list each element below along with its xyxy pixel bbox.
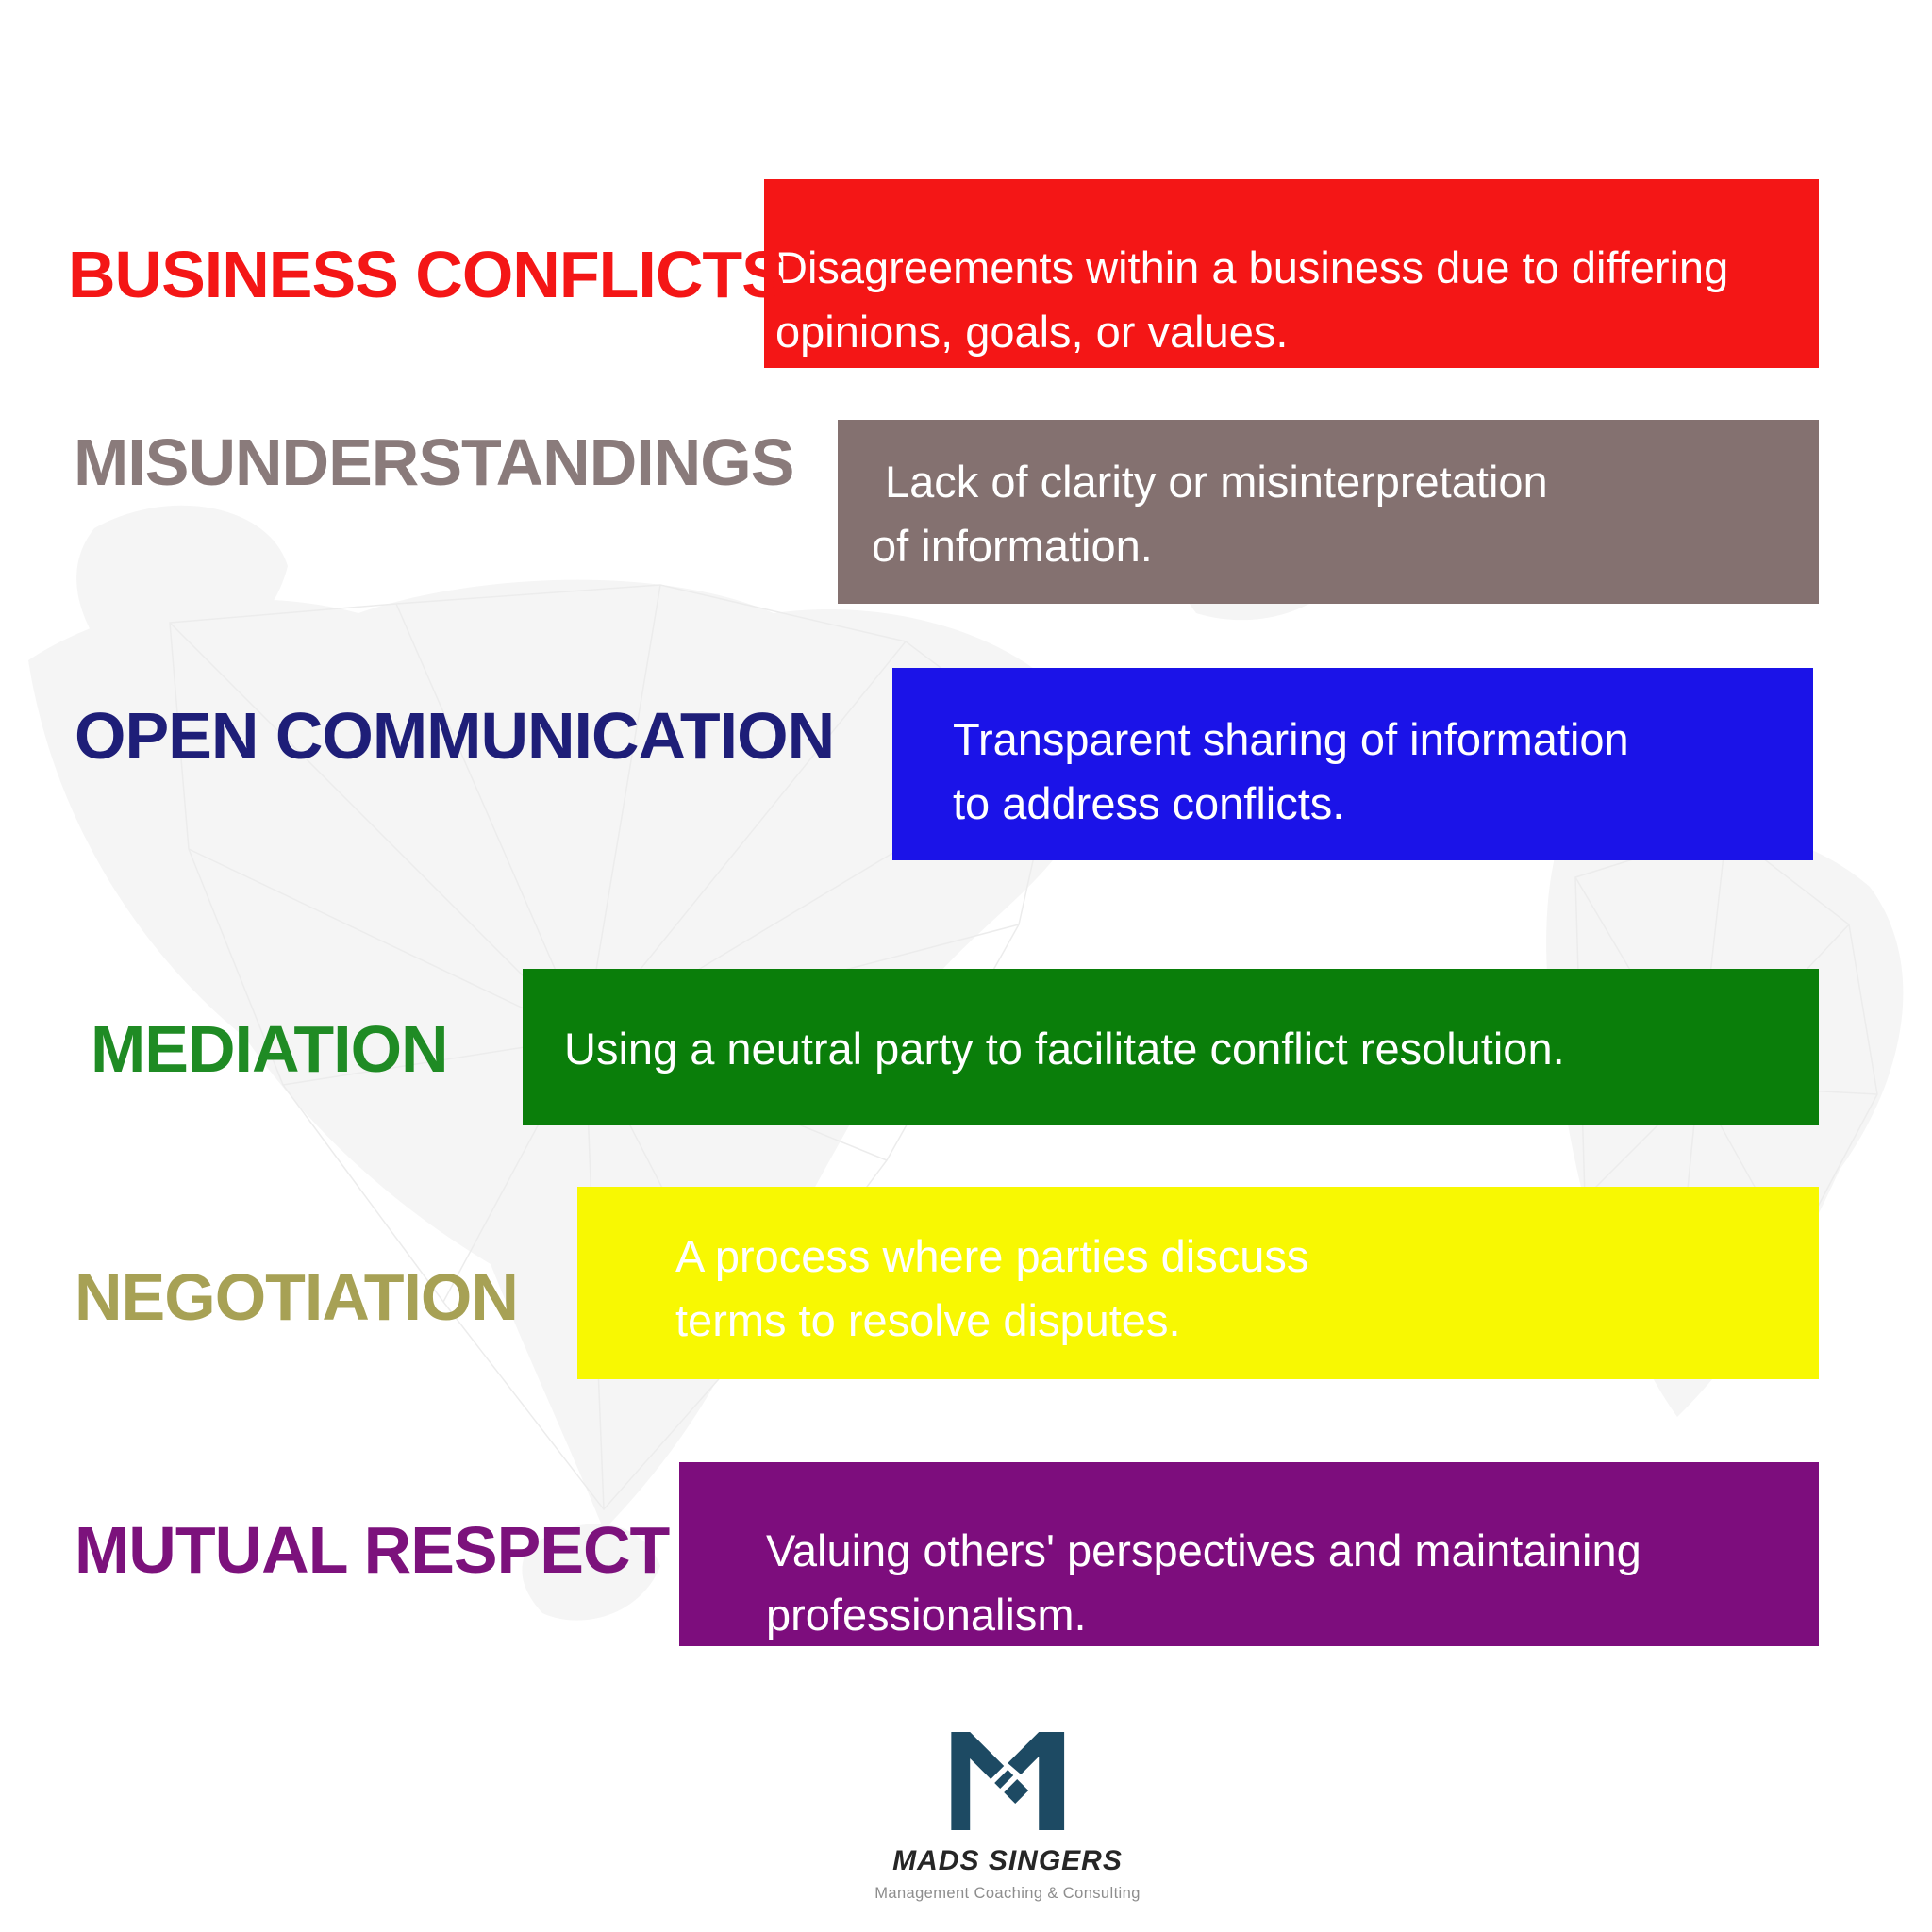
definition-bar-mediation: Using a neutral party to facilitate conf… — [523, 969, 1819, 1125]
definition-line: opinions, goals, or values. — [775, 307, 1289, 357]
definition-line: Valuing others' perspectives and maintai… — [766, 1524, 1641, 1575]
term-label-business-conflicts: BUSINESS CONFLICTS — [68, 238, 786, 311]
definition-text: Using a neutral party to facilitate conf… — [564, 1017, 1819, 1081]
brand-name: MADS SINGERS — [892, 1845, 1123, 1876]
definition-bar-misunderstandings: Lack of clarity or misinterpretation of … — [838, 420, 1819, 604]
definition-line: professionalism. — [766, 1589, 1087, 1640]
definition-bar-negotiation: A process where parties discuss terms to… — [577, 1187, 1819, 1379]
term-label-misunderstandings: MISUNDERSTANDINGS — [74, 425, 794, 499]
definition-line: of information. — [872, 520, 1153, 571]
mads-singers-m-logo-icon — [950, 1732, 1064, 1830]
definition-text: Transparent sharing of information to ad… — [953, 708, 1813, 836]
definition-bar-mutual-respect: Valuing others' perspectives and maintai… — [679, 1462, 1819, 1646]
definition-bar-open-communication: Transparent sharing of information to ad… — [892, 668, 1813, 860]
definition-line: A process where parties discuss — [675, 1231, 1309, 1281]
definition-line: Disagreements within a business due to d… — [775, 242, 1729, 292]
term-label-negotiation: NEGOTIATION — [75, 1260, 519, 1334]
definition-bar-business-conflicts: Disagreements within a business due to d… — [764, 179, 1819, 368]
term-label-mutual-respect: MUTUAL RESPECT — [75, 1513, 670, 1587]
definition-text: Lack of clarity or misinterpretation of … — [872, 450, 1819, 578]
definition-line: Transparent sharing of information — [953, 714, 1629, 764]
definition-text: Valuing others' perspectives and maintai… — [766, 1519, 1819, 1647]
definition-line: terms to resolve disputes. — [675, 1295, 1181, 1345]
brand-tagline: Management Coaching & Consulting — [874, 1885, 1141, 1902]
definition-line: Using a neutral party to facilitate conf… — [564, 1024, 1565, 1074]
definition-text: Disagreements within a business due to d… — [775, 236, 1819, 364]
term-label-open-communication: OPEN COMMUNICATION — [75, 699, 835, 773]
term-label-mediation: MEDIATION — [91, 1012, 449, 1086]
definition-line: to address conflicts. — [953, 778, 1345, 828]
definition-line: Lack of clarity or misinterpretation — [885, 456, 1548, 507]
definition-text: A process where parties discuss terms to… — [675, 1224, 1819, 1353]
brand-logo-block: MADS SINGERS Management Coaching & Consu… — [874, 1732, 1141, 1903]
